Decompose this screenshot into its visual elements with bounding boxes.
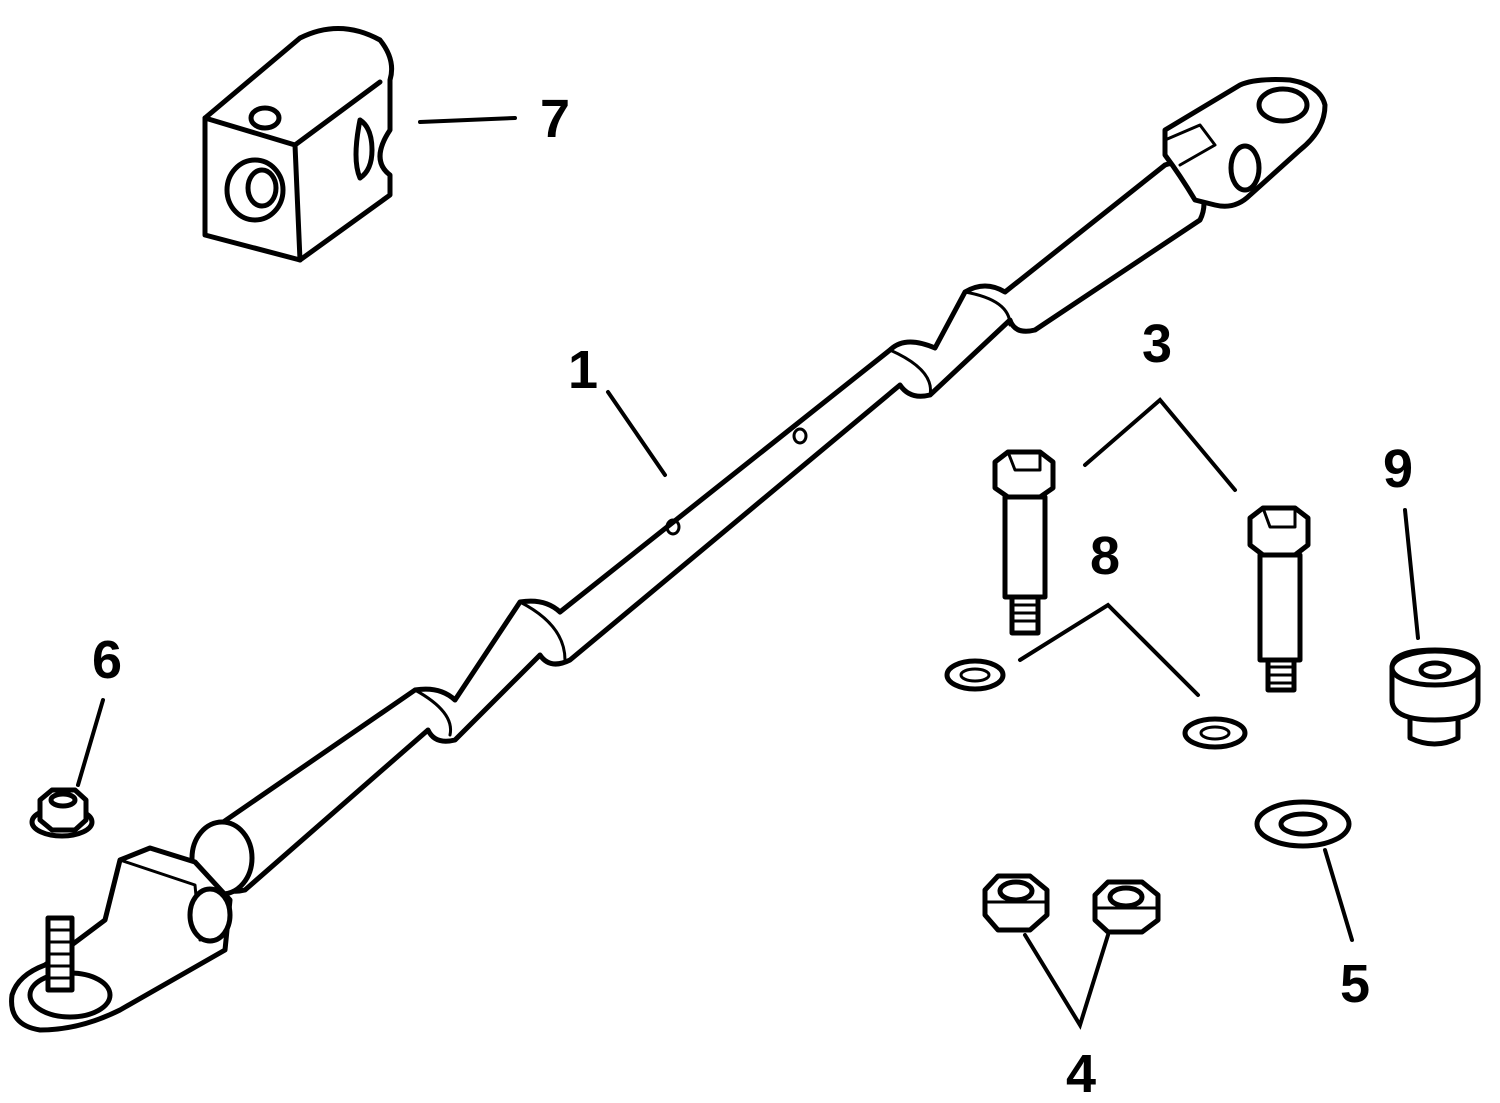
leader-5 [1323, 848, 1354, 942]
callout-8: 8 [1090, 526, 1120, 586]
callout-4: 4 [1066, 1044, 1096, 1103]
part-9-bushing [1389, 647, 1481, 747]
part-8-washer-left [944, 658, 1006, 692]
part-5-flat-washer [1254, 799, 1352, 849]
leader-9 [1403, 508, 1420, 640]
leader-6 [76, 698, 105, 787]
callout-3: 3 [1142, 314, 1172, 374]
part-3-bolt-right [1247, 505, 1311, 693]
leader-1 [606, 390, 667, 477]
callout-7: 7 [540, 89, 570, 149]
part-6-flange-nut [29, 787, 95, 839]
part-3-bolt-left [992, 449, 1056, 636]
leader-7 [418, 116, 517, 124]
part-8-washer-right [1182, 716, 1248, 750]
part-4-nut-left [982, 873, 1050, 933]
part-4-nut-right [1092, 879, 1161, 935]
part-1-tie-bar [9, 77, 1328, 1033]
leader-3 [1083, 397, 1237, 492]
callout-6: 6 [92, 630, 122, 690]
part-7-clamp-block [202, 26, 395, 263]
callout-9: 9 [1383, 439, 1413, 499]
leader-4 [1023, 933, 1110, 1030]
callout-1: 1 [568, 340, 598, 400]
callout-5: 5 [1340, 954, 1370, 1014]
leader-8 [1018, 602, 1200, 697]
